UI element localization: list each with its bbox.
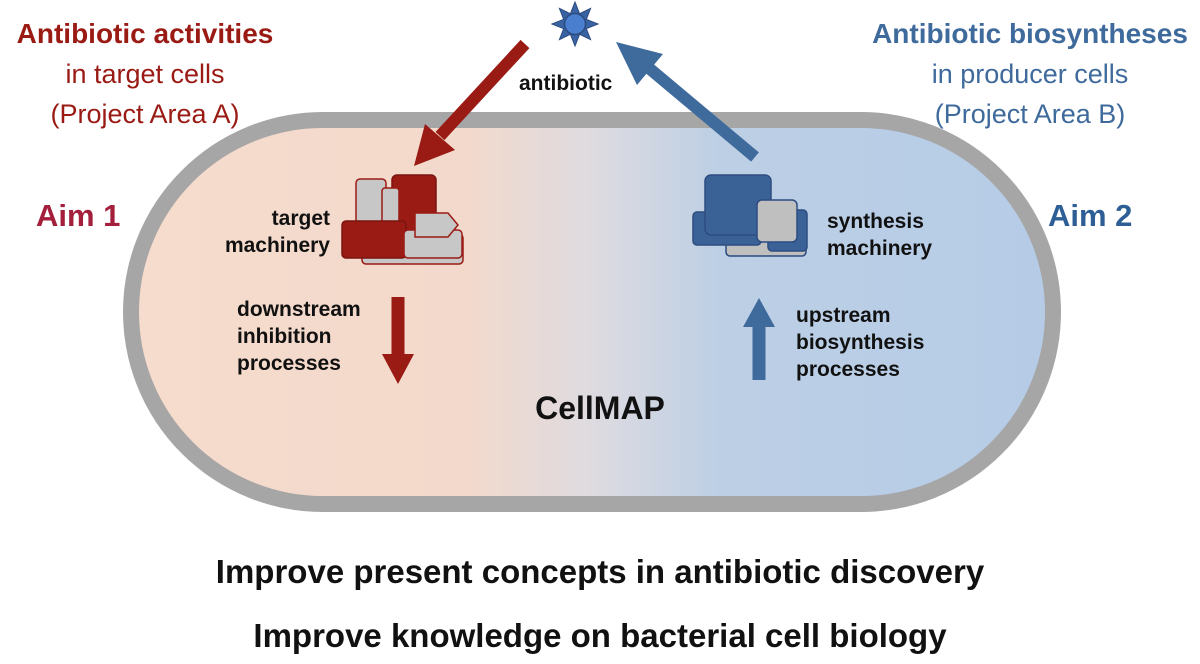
footer-line1: Improve present concepts in antibiotic d… — [215, 553, 985, 590]
header-right: Antibiotic biosyntheses in producer cell… — [862, 14, 1198, 134]
target-machinery-icon — [341, 174, 464, 265]
footer-line2: Improve knowledge on bacterial cell biol… — [253, 617, 947, 654]
upstream-line2: biosynthesis — [796, 331, 925, 354]
antibiotic-to-target-arrow — [414, 39, 530, 166]
header-right-project: (Project Area B) — [934, 99, 1126, 129]
downstream-line3: processes — [237, 352, 341, 375]
target-machinery-line2: machinery — [224, 234, 330, 257]
header-left: Antibiotic activities in target cells (P… — [10, 14, 280, 134]
upstream-process-label: upstream biosynthesis processes — [796, 302, 924, 383]
downstream-arrow — [382, 297, 414, 384]
synthesis-machinery-line1: synthesis — [827, 210, 924, 233]
aim1-label: Aim 1 — [36, 198, 121, 233]
header-left-subtitle: in target cells — [65, 59, 225, 89]
target-machinery-line1: target — [271, 207, 330, 230]
antibiotic-star-icon — [550, 0, 600, 48]
aim2-label: Aim 2 — [1048, 198, 1133, 233]
downstream-process-label: downstream inhibition processes — [237, 296, 361, 377]
header-right-subtitle: in producer cells — [931, 59, 1129, 89]
antibiotic-label: antibiotic — [519, 72, 613, 95]
upstream-line3: processes — [796, 358, 900, 381]
downstream-line2: inhibition — [237, 325, 332, 348]
target-machinery-label: target machinery — [212, 205, 330, 259]
header-left-project: (Project Area A) — [50, 99, 240, 129]
synthesis-machinery-label: synthesis machinery — [827, 208, 932, 262]
header-right-title: Antibiotic biosyntheses — [872, 18, 1188, 49]
synthesis-machinery-line2: machinery — [827, 237, 933, 260]
upstream-arrow — [743, 298, 775, 380]
synthesis-to-antibiotic-arrow — [616, 42, 759, 162]
header-left-title: Antibiotic activities — [16, 18, 274, 49]
cellmap-label: CellMAP — [535, 390, 665, 426]
upstream-line1: upstream — [796, 304, 891, 327]
synthesis-machinery-icon — [692, 174, 808, 257]
downstream-line1: downstream — [237, 298, 361, 321]
